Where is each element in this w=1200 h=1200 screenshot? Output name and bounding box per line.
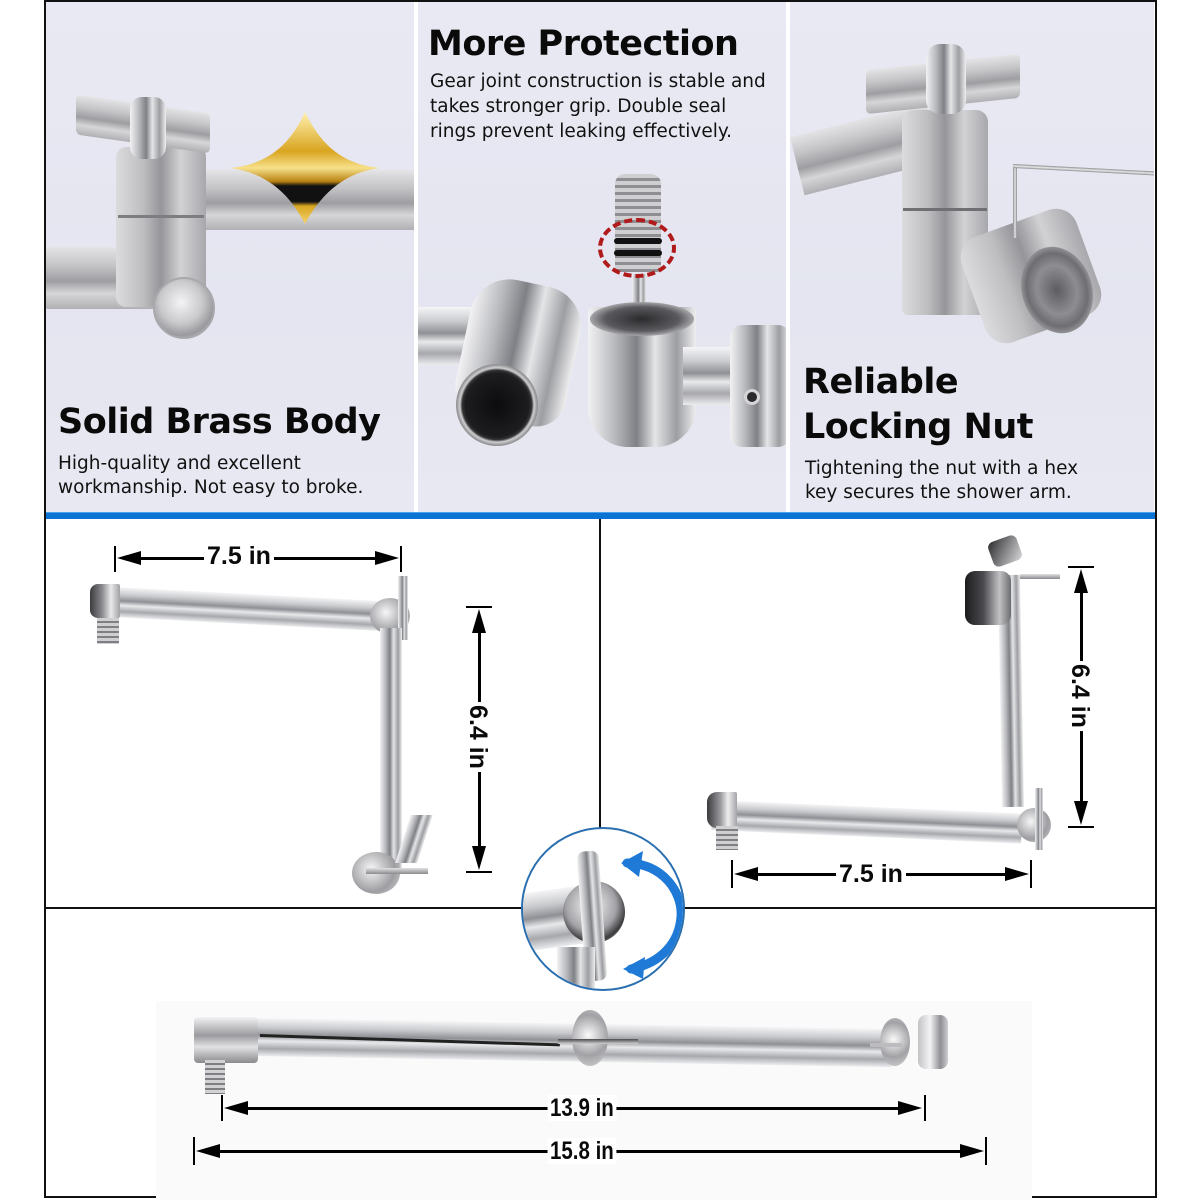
hex-key-short-arm xyxy=(1013,166,1017,238)
arrow-down-icon xyxy=(1074,801,1088,825)
top-fitting xyxy=(965,571,1011,625)
dimension-label-width: 7.5 in xyxy=(204,543,274,569)
feature-title-line: Reliable xyxy=(803,362,959,402)
joint-seam xyxy=(903,208,987,211)
dimension-label-width: 7.5 in xyxy=(836,861,906,887)
gold-layer-icon xyxy=(230,112,380,224)
arrow-left-icon xyxy=(196,1144,220,1158)
feature-description-line: takes stronger grip. Double seal xyxy=(430,96,727,117)
threaded-inlet xyxy=(716,826,738,850)
divider-vertical xyxy=(599,519,601,908)
arrow-right-icon xyxy=(898,1101,922,1115)
feature-title: More Protection xyxy=(428,24,739,64)
arrow-left-icon xyxy=(224,1101,248,1115)
dim-cap xyxy=(1068,566,1094,568)
arrow-left-icon xyxy=(734,867,758,881)
knob-stem xyxy=(130,97,166,159)
dim-cap xyxy=(1068,826,1094,828)
panel-separator xyxy=(786,2,790,512)
arrow-right-icon xyxy=(1005,867,1029,881)
joint-end-cap xyxy=(153,277,215,339)
section-divider-blue xyxy=(46,512,1155,519)
dim-cap xyxy=(221,1095,223,1121)
wing-knob-right xyxy=(870,1043,902,1047)
dim-cap xyxy=(400,546,402,572)
arrow-down-icon xyxy=(472,846,486,870)
rotation-inset xyxy=(521,827,685,991)
arm-vertical xyxy=(380,628,402,868)
outlet-nut xyxy=(918,1015,948,1069)
threaded-inlet xyxy=(97,618,119,644)
dim-cap xyxy=(731,860,733,888)
arrow-left-icon xyxy=(117,551,141,565)
feature-description-line: workmanship. Not easy to broke. xyxy=(58,477,364,498)
cup-opening xyxy=(590,302,694,336)
arrow-right-icon xyxy=(960,1144,984,1158)
hex-key-long-arm xyxy=(1012,164,1154,176)
feature-title-line: Locking Nut xyxy=(803,407,1033,447)
wing-knob-bottom xyxy=(366,868,428,874)
dimension-label-outer-length: 15.8 in xyxy=(547,1138,617,1164)
knob-stem xyxy=(926,44,966,114)
joint-right xyxy=(880,1018,910,1066)
seal-opening xyxy=(456,364,538,446)
dim-cap xyxy=(985,1137,987,1165)
hex-screw xyxy=(744,389,760,405)
feature-description-line: Gear joint construction is stable and xyxy=(430,71,766,92)
feature-panel-locking-nut: Reliable Locking Nut Tightening the nut … xyxy=(790,2,1154,512)
arrow-right-icon xyxy=(375,551,399,565)
joint-block xyxy=(730,325,786,447)
feature-panel-more-protection: More Protection Gear joint construction … xyxy=(418,2,786,512)
wing-knob-top xyxy=(398,576,408,640)
dim-cap xyxy=(193,1137,195,1165)
dim-cap xyxy=(466,871,492,873)
arrow-up-icon xyxy=(472,609,486,633)
dim-cap xyxy=(924,1095,926,1121)
feature-panel-brass-body: Solid Brass Body High-quality and excell… xyxy=(46,2,414,512)
dim-cap xyxy=(1030,860,1032,888)
arm-inlet-cap xyxy=(90,584,120,618)
dimension-label-height: 6.4 in xyxy=(1066,661,1094,731)
threaded-inlet xyxy=(205,1060,225,1094)
arm-inlet-elbow xyxy=(194,1017,258,1063)
wing-knob-bottom xyxy=(1035,788,1043,850)
joint-center xyxy=(572,1010,608,1066)
joint-seam xyxy=(118,215,204,218)
dimension-label-inner-length: 13.9 in xyxy=(547,1095,617,1121)
feature-description-line: High-quality and excellent xyxy=(58,453,301,474)
feature-description-line: key secures the shower arm. xyxy=(805,482,1072,503)
wing-knob-top xyxy=(1020,574,1060,579)
feature-description-line: Tightening the nut with a hex xyxy=(805,458,1079,479)
joint-bottom xyxy=(1017,808,1051,842)
arm-inlet-cap xyxy=(707,792,737,828)
dim-cap xyxy=(466,606,492,608)
wing-knob-center xyxy=(558,1039,638,1044)
panel-separator xyxy=(414,2,418,512)
dimension-label-height: 6.4 in xyxy=(464,702,492,772)
feature-description-line: rings prevent leaking effectively. xyxy=(430,121,733,142)
arrow-up-icon xyxy=(1074,569,1088,593)
dim-cap xyxy=(114,546,116,572)
feature-title: Solid Brass Body xyxy=(58,402,381,442)
rotate-arrows-icon xyxy=(621,851,683,979)
inset-arm-vertical xyxy=(557,947,595,989)
seal-ring-highlight xyxy=(598,218,676,278)
